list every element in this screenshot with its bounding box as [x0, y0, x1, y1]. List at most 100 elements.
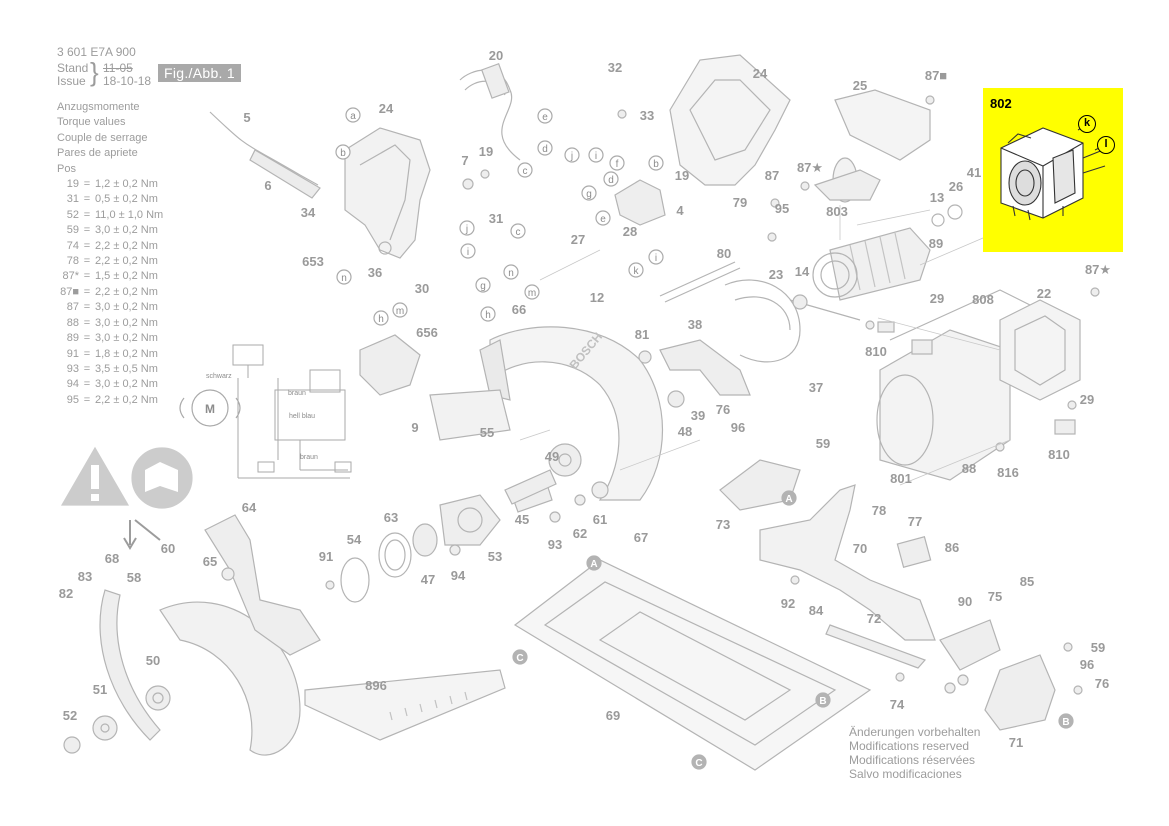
torque-row: 91=1,8 ± 0,2 Nm — [57, 347, 163, 362]
svg-text:e: e — [542, 112, 548, 123]
svg-text:A: A — [590, 559, 597, 570]
svg-text:78: 78 — [872, 503, 886, 518]
svg-text:88: 88 — [962, 461, 976, 476]
torque-value: 3,0 ± 0,2 Nm — [95, 224, 158, 237]
svg-text:74: 74 — [890, 697, 905, 712]
wire-label-schwarz: schwarz — [206, 373, 232, 380]
svg-text:95: 95 — [775, 201, 789, 216]
switch — [614, 179, 666, 226]
torque-title: Pos — [57, 162, 76, 175]
field-coil-drawing — [1000, 124, 1106, 221]
svg-text:n: n — [341, 273, 347, 284]
header-brace: } — [90, 57, 99, 87]
svg-text:803: 803 — [826, 204, 848, 219]
svg-text:86: 86 — [945, 540, 959, 555]
torque-row: 59=3,0 ± 0,2 Nm — [57, 223, 163, 238]
svg-text:4: 4 — [676, 203, 684, 218]
svg-text:i: i — [655, 253, 657, 264]
svg-text:47: 47 — [421, 572, 435, 587]
torque-value: 2,2 ± 0,2 Nm — [95, 255, 158, 268]
torque-pos: 94 — [66, 378, 79, 391]
bevel-bracket — [759, 484, 936, 641]
modifications-note: Änderungen vorbehalten Modifications res… — [849, 725, 980, 781]
svg-text:76: 76 — [1095, 676, 1109, 691]
torque-row: 87■=2,2 ± 0,2 Nm — [57, 285, 163, 300]
end-cap — [999, 299, 1081, 401]
svg-text:24: 24 — [379, 101, 394, 116]
svg-text:72: 72 — [867, 611, 881, 626]
torque-row: 74=2,2 ± 0,2 Nm — [57, 239, 163, 254]
svg-text:B: B — [1062, 717, 1069, 728]
torque-value: 3,0 ± 0,2 Nm — [95, 332, 158, 345]
housing-top — [669, 54, 791, 186]
torque-title: Couple de serrage — [57, 131, 148, 144]
svg-text:d: d — [608, 175, 614, 186]
svg-text:61: 61 — [593, 512, 607, 527]
torque-value: 11,0 ± 1,0 Nm — [95, 208, 164, 221]
svg-text:6: 6 — [264, 178, 271, 193]
svg-text:m: m — [396, 306, 404, 317]
svg-text:66: 66 — [512, 302, 526, 317]
svg-text:70: 70 — [853, 541, 867, 556]
torque-pos: 95 — [66, 393, 79, 406]
svg-text:51: 51 — [93, 682, 107, 697]
blade-guard — [489, 326, 663, 501]
svg-text:C: C — [695, 758, 702, 769]
highlighted-part-802[interactable] — [983, 88, 1123, 252]
motor-symbol — [191, 389, 229, 427]
handle-left — [344, 127, 431, 259]
torque-value: 3,5 ± 0,5 Nm — [95, 362, 158, 375]
torque-title: Pares de apriete — [57, 147, 138, 160]
svg-text:73: 73 — [716, 517, 730, 532]
svg-text:810: 810 — [865, 344, 887, 359]
wire-label-braun-2: braun — [300, 454, 318, 461]
svg-text:13: 13 — [930, 190, 944, 205]
svg-text:C: C — [516, 653, 523, 664]
wire-bundle — [459, 69, 521, 161]
svg-text:67: 67 — [634, 530, 648, 545]
svg-text:91: 91 — [319, 549, 333, 564]
torque-eq: = — [83, 208, 91, 221]
lower-guard — [159, 601, 301, 756]
torque-title: Torque values — [57, 116, 126, 129]
svg-text:59: 59 — [816, 436, 830, 451]
svg-text:25: 25 — [853, 78, 867, 93]
svg-text:816: 816 — [997, 465, 1019, 480]
header-issue-label: Issue — [57, 74, 86, 88]
svg-text:75: 75 — [988, 589, 1002, 604]
svg-text:j: j — [570, 151, 573, 162]
svg-text:62: 62 — [573, 526, 587, 541]
svg-text:41: 41 — [967, 165, 981, 180]
svg-text:93: 93 — [548, 537, 562, 552]
torque-row: 19=1,2 ± 0,2 Nm — [57, 177, 163, 192]
torque-row: 88=3,0 ± 0,2 Nm — [57, 316, 163, 331]
svg-text:29: 29 — [1080, 392, 1094, 407]
svg-text:76: 76 — [716, 402, 730, 417]
svg-text:60: 60 — [161, 541, 175, 556]
svg-text:h: h — [378, 314, 384, 325]
svg-text:26: 26 — [949, 179, 963, 194]
highlight-letter-l: l — [1097, 136, 1115, 154]
svg-text:81: 81 — [635, 327, 649, 342]
svg-text:808: 808 — [972, 292, 994, 307]
svg-text:59: 59 — [1091, 640, 1105, 655]
svg-text:33: 33 — [640, 108, 654, 123]
svg-text:a: a — [350, 111, 356, 122]
svg-text:b: b — [340, 148, 346, 159]
torque-row: 87=3,0 ± 0,2 Nm — [57, 300, 163, 315]
svg-text:e: e — [600, 214, 606, 225]
svg-text:7: 7 — [461, 153, 468, 168]
svg-text:5: 5 — [243, 110, 250, 125]
torque-pos: 87 — [66, 301, 79, 314]
torque-eq: = — [83, 316, 91, 329]
svg-text:B: B — [819, 696, 826, 707]
svg-text:64: 64 — [242, 500, 257, 515]
torque-pos: 74 — [66, 239, 79, 252]
svg-text:45: 45 — [515, 512, 529, 527]
svg-text:j: j — [465, 224, 468, 235]
torque-eq: = — [83, 178, 91, 191]
svg-text:48: 48 — [678, 424, 692, 439]
